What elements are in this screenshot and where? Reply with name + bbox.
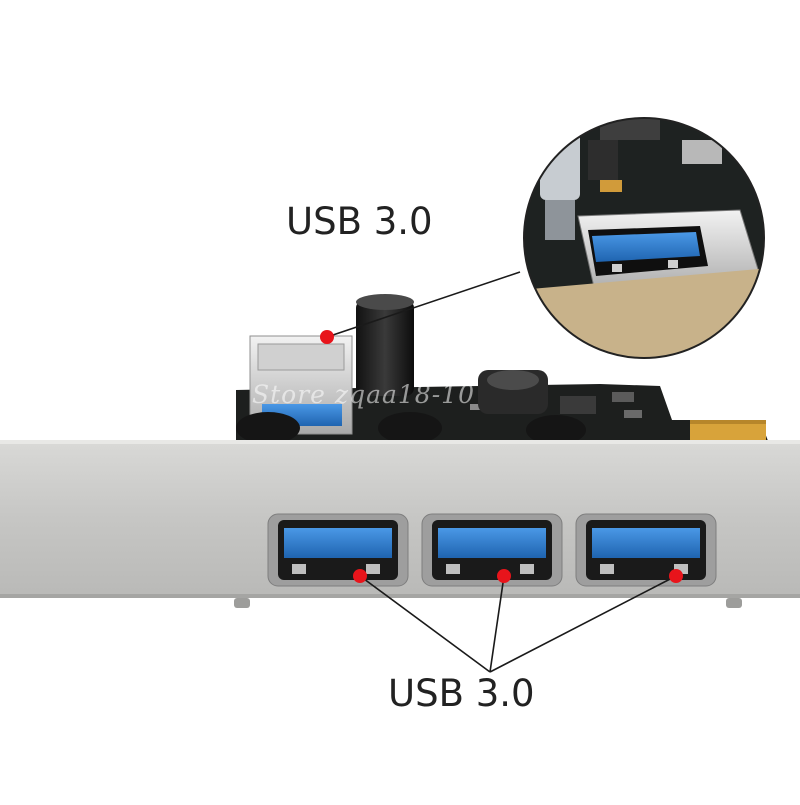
inductor — [478, 370, 548, 414]
capacitors — [236, 294, 586, 445]
usb-label-internal: USB 3.0 — [286, 200, 433, 243]
front-usb-port-1 — [267, 513, 409, 587]
front-usb-port-3 — [575, 513, 717, 587]
callout-dot-internal — [320, 330, 334, 344]
callout-dot-port-2 — [497, 569, 511, 583]
callout-dots — [320, 330, 683, 583]
store-watermark: Store zqaa18-10 — [252, 380, 475, 409]
callout-lines — [326, 271, 677, 673]
zoom-inset — [522, 116, 766, 360]
callout-dot-port-3 — [669, 569, 683, 583]
callout-dot-port-1 — [353, 569, 367, 583]
usb-label-front: USB 3.0 — [388, 672, 535, 715]
front-usb-port-2 — [421, 513, 563, 587]
